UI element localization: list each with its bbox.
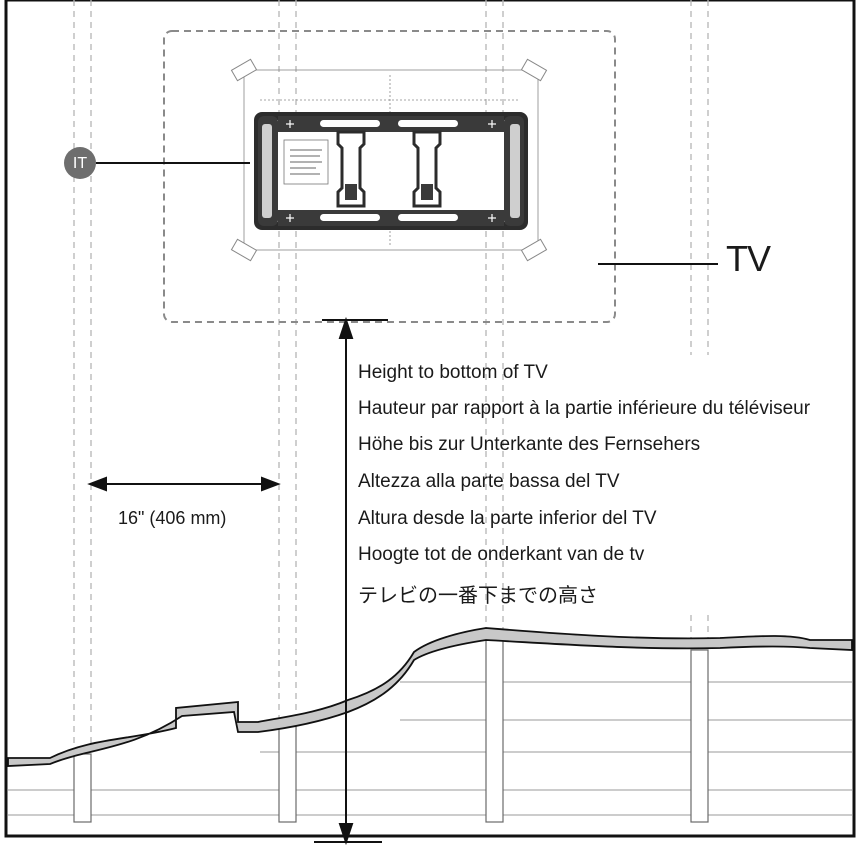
height-label-it: Altezza alla parte bassa del TV [358,471,620,492]
height-label-fr: Hauteur par rapport à la partie inférieu… [358,398,811,419]
height-label-es: Altura desde la parte inferior del TV [358,508,657,529]
stud-spacing-arrow [87,476,281,492]
it-bubble-label: IT [72,155,88,172]
tv-label: TV [726,238,771,279]
floor-posts [73,639,709,823]
height-label-en: Height to bottom of TV [358,362,548,383]
template-corner-tabs [230,58,548,262]
height-label-nl: Hoogte tot de onderkant van de tv [358,544,645,565]
it-bubble [64,147,96,179]
floor-surface [7,627,853,767]
height-arrow [314,316,388,846]
floor-lines [8,681,852,816]
tv-outline [163,30,616,323]
wall-plate [254,112,528,230]
height-label-ja: テレビの一番下までの高さ [358,583,598,607]
height-label-de: Höhe bis zur Unterkante des Fernsehers [358,434,701,455]
stud-spacing-label: 16" (406 mm) [118,508,227,528]
diagram-frame [4,0,856,838]
